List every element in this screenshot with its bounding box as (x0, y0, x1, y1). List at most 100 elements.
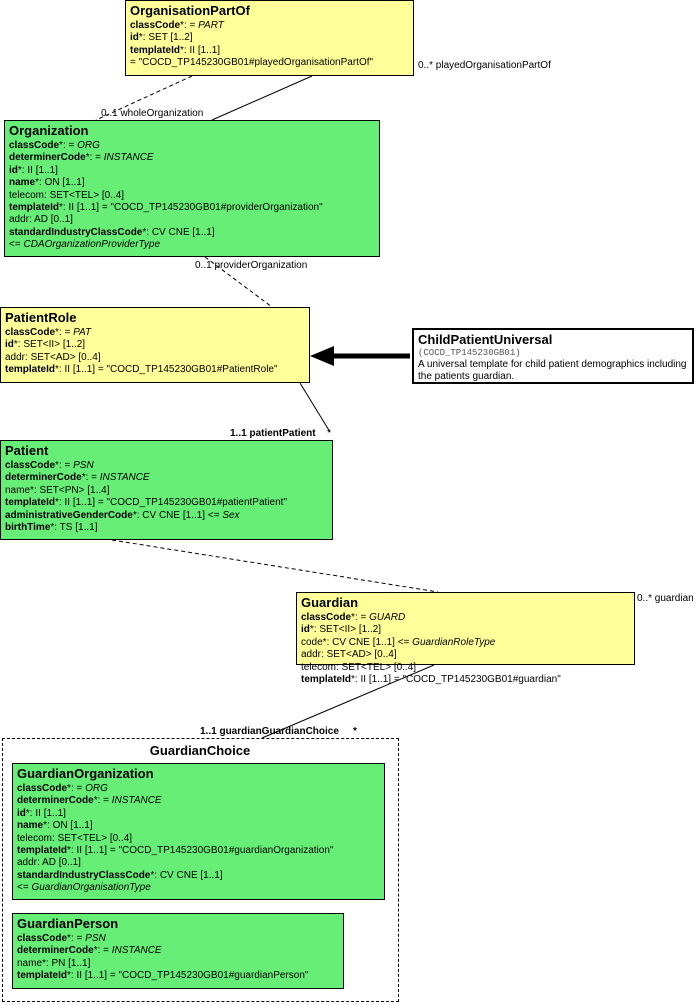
attribute-row: addr: AD [0..1] (9, 214, 375, 226)
attribute-row: standardIndustryClassCode*: CV CNE [1..1… (17, 870, 380, 882)
attribute-value: ORG (85, 783, 108, 794)
attribute-row: code*: CV CNE [1..1] <= GuardianRoleType (301, 637, 630, 649)
mandatory-star: * (67, 783, 71, 794)
attribute-name: name (9, 177, 36, 189)
attribute-row: templateId*: II [1..1] = "COCD_TP145230G… (5, 497, 328, 509)
attribute-row: classCode*: = GUARD (301, 612, 630, 624)
mandatory-star: * (93, 795, 98, 807)
mandatory-star: * (59, 140, 63, 151)
attribute-row: classCode*: = PAT (5, 327, 305, 339)
mandatory-star: * (67, 933, 71, 944)
line-guardian-choice (261, 664, 435, 739)
patient-title: Patient (5, 443, 49, 458)
mandatory-star: * (55, 460, 59, 471)
attribute-row: birthTime*: TS [1..1] (5, 522, 328, 534)
attribute-row: administrativeGenderCode*: CV CNE [1..1]… (5, 510, 328, 522)
attribute-name: classCode (130, 20, 181, 31)
attribute-row: classCode*: = PART (130, 20, 409, 32)
attribute-type: : = (183, 20, 199, 31)
attribute-name: determinerCode (9, 152, 86, 164)
attribute-type: : = (97, 795, 112, 807)
attribute-name: templateId (17, 845, 68, 857)
attribute-name: standardIndustryClassCode (17, 869, 151, 881)
attribute-row: classCode*: = ORG (17, 783, 380, 795)
label-patient-patient: 1..1 patientPatient (230, 428, 316, 439)
child-patient-universal-code: (COCD_TP145230GB01) (418, 348, 521, 358)
attribute-name: templateId (5, 497, 56, 509)
attribute-name: telecom: SET<TEL> [0..4] (17, 832, 133, 844)
mandatory-star: * (55, 364, 59, 376)
label-patient-patient-star: * (327, 428, 331, 439)
mandatory-star: * (25, 807, 30, 819)
mandatory-star: * (351, 674, 355, 686)
attribute-name: standardIndustryClassCode (9, 226, 143, 238)
mandatory-star: * (81, 472, 86, 484)
attribute-value: ORG (77, 140, 100, 151)
attribute-name: telecom: SET<TEL> [0..4] (9, 189, 125, 201)
attribute-name: templateId (17, 970, 68, 982)
attribute-type: : II [1..1] = "COCD_TP145230GB01#provide… (62, 202, 323, 214)
attribute-value: INSTANCE (111, 945, 162, 957)
attribute-row: name*: SET<PN> [1..4] (5, 485, 328, 497)
attribute-name: classCode (17, 933, 68, 944)
attribute-name: name*: PN [1..1] (17, 957, 91, 969)
attribute-row: determinerCode*: = INSTANCE (17, 945, 339, 957)
line-played-organisation-part-of (211, 75, 313, 121)
attribute-name: addr: SET<AD> [0..4] (301, 649, 397, 661)
guardian-person-title: GuardianPerson (17, 916, 119, 931)
attribute-name: templateId (9, 202, 60, 214)
attribute-type: : SET<II> [1..2] (17, 339, 86, 351)
attribute-name: birthTime (5, 522, 51, 534)
attribute-name: administrativeGenderCode (5, 509, 133, 521)
organization-title: Organization (9, 123, 89, 138)
label-played-organisation-part-of: 0..* playedOrganisationPartOf (418, 60, 551, 71)
attribute-type: : II [1..1] (29, 807, 66, 819)
mandatory-star: * (180, 44, 184, 56)
mandatory-star: * (150, 869, 155, 881)
attribute-name: addr: AD [0..1] (17, 857, 81, 869)
mandatory-star: * (50, 522, 55, 534)
attribute-row: templateId*: II [1..1] = "COCD_TP145230G… (17, 845, 380, 857)
attribute-type: : TS [1..1] (54, 522, 98, 534)
attribute-name: name*: SET<PN> [1..4] (5, 484, 110, 496)
attribute-value: INSTANCE (99, 472, 150, 484)
attribute-row: standardIndustryClassCode*: CV CNE [1..1… (9, 227, 375, 239)
attribute-row: telecom: SET<TEL> [0..4] (301, 662, 630, 674)
attribute-row: id*: SET [1..2] (130, 32, 409, 44)
attribute-type: : II [1..1] = "COCD_TP145230GB01#Patient… (58, 364, 278, 376)
attribute-row: templateId*: II [1..1] = "COCD_TP145230G… (5, 364, 305, 376)
mandatory-star: * (93, 945, 98, 957)
mandatory-star: * (17, 164, 22, 176)
attribute-name: templateId (5, 364, 56, 376)
mandatory-star: * (85, 152, 90, 164)
attribute-type: : CV CNE [1..1] <= (136, 509, 223, 521)
child-patient-universal-title: ChildPatientUniversal (418, 332, 553, 347)
attribute-type: : II [1..1] = "COCD_TP145230GB01#patient… (58, 497, 287, 509)
guardian-organization-title: GuardianOrganization (17, 766, 154, 781)
mandatory-star: * (43, 820, 48, 832)
attribute-name: name (17, 820, 44, 832)
line-patient-patient (299, 382, 331, 433)
attribute-row: name*: ON [1..1] (17, 820, 380, 832)
organisation-part-of-title: OrganisationPartOf (130, 3, 250, 18)
guardian-title: Guardian (301, 595, 359, 610)
attribute-type: : = (70, 783, 86, 794)
mandatory-star: * (13, 339, 18, 351)
attribute-value: PSN (73, 460, 94, 471)
attribute-type: : CV CNE [1..1] (154, 869, 223, 881)
attribute-row: name*: ON [1..1] (9, 177, 375, 189)
attribute-row: <= CDAOrganizationProviderType (9, 239, 375, 251)
attribute-name: id (17, 807, 26, 819)
attribute-name: classCode (301, 612, 352, 623)
attribute-type: : II [1..1] = "COCD_TP145230GB01#guardia… (354, 674, 561, 686)
